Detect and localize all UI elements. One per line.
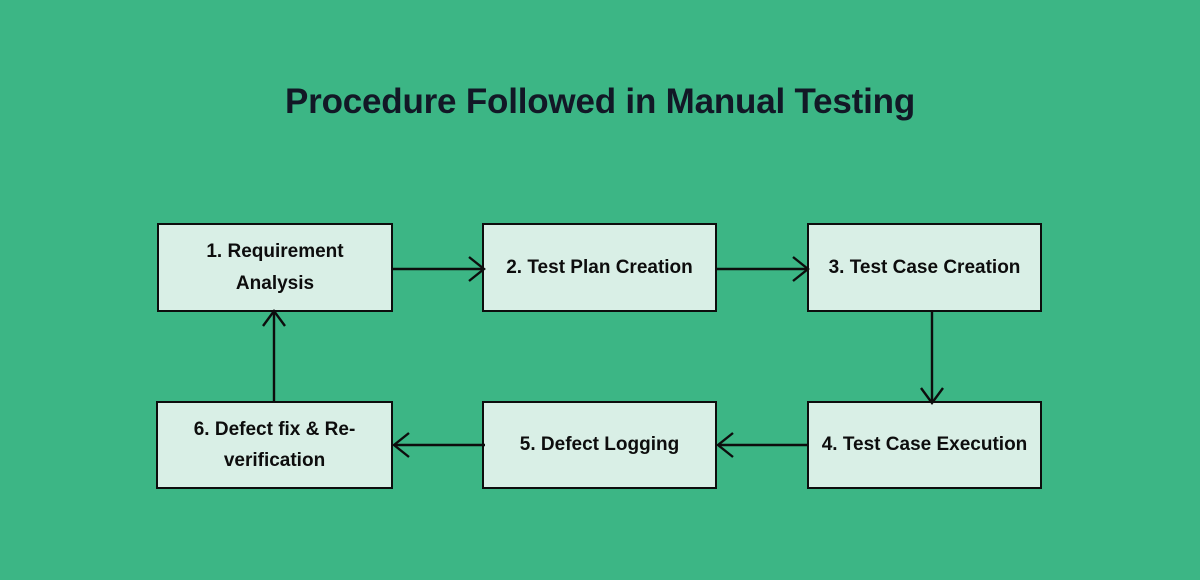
flow-node-label: 2. Test Plan Creation (506, 256, 693, 278)
flow-node-test-case-creation[interactable]: 3. Test Case Creation (807, 223, 1042, 312)
arrow-left-icon-node4-to-node5 (716, 432, 809, 458)
flow-node-label: 5. Defect Logging (519, 434, 680, 456)
page-title: Procedure Followed in Manual Testing (285, 82, 915, 121)
arrow-right-icon-node1-to-node2 (393, 256, 486, 282)
flow-node-test-case-execution[interactable]: 4. Test Case Execution (807, 401, 1042, 489)
flow-node-requirement-analysis[interactable]: 1. Requirement Analysis (157, 223, 393, 312)
flow-node-label: 6. Defect fix & Re-verification (193, 418, 356, 471)
arrow-right-icon-node2-to-node3 (717, 256, 810, 282)
flow-node-defect-fix-reverification[interactable]: 6. Defect fix & Re-verification (156, 401, 393, 489)
flow-node-label: 3. Test Case Creation (828, 256, 1021, 278)
flow-node-label: 4. Test Case Execution (821, 434, 1028, 456)
flow-node-defect-logging[interactable]: 5. Defect Logging (482, 401, 717, 489)
arrow-down-icon-node3-to-node4 (920, 312, 944, 406)
flow-node-test-plan-creation[interactable]: 2. Test Plan Creation (482, 223, 717, 312)
arrow-up-icon-node6-to-node1 (262, 308, 286, 403)
flow-node-label: 1. Requirement Analysis (206, 241, 344, 294)
arrow-left-icon-node5-to-node6 (392, 432, 485, 458)
